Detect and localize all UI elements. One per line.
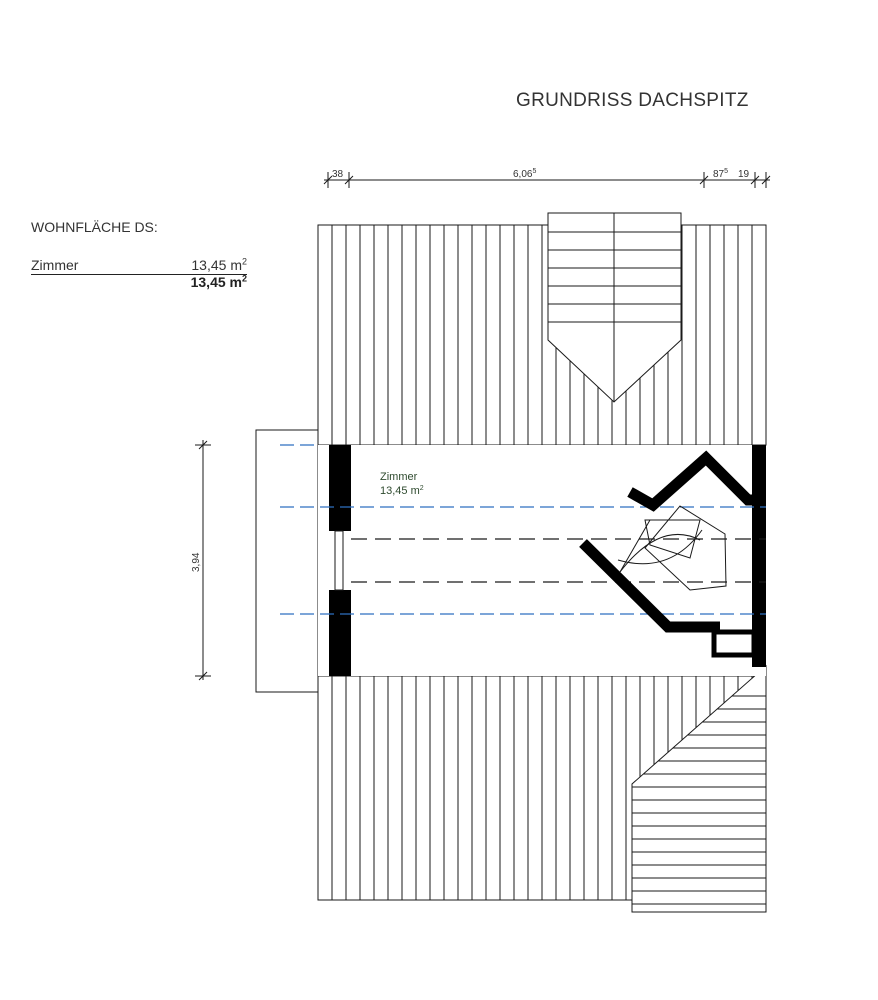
dimension-label-1: 38 [332, 169, 344, 180]
area-row-value: 13,45 m2 [191, 256, 247, 273]
area-table-row: Zimmer 13,45 m2 [31, 256, 247, 275]
left-dimension-line [195, 440, 211, 681]
roof-top [317, 212, 767, 446]
area-table-total: 13,45 m2 [190, 273, 247, 290]
roof-bottom [317, 664, 767, 913]
room-label-name: Zimmer [380, 471, 418, 483]
page-title: GRUNDRISS DACHSPITZ [516, 90, 749, 111]
dimension-label-left: 3,94 [191, 552, 202, 572]
dimension-label-3: 875 [713, 168, 728, 180]
dimension-label-4: 19 [738, 169, 750, 180]
balcony-outline [255, 429, 319, 693]
room-zimmer: Zimmer 13,45 m2 [280, 444, 766, 676]
top-dimension-line [323, 172, 771, 188]
room-label-area: 13,45 m2 [380, 485, 424, 497]
area-row-label: Zimmer [31, 257, 79, 273]
area-table-heading: WOHNFLÄCHE DS: [31, 219, 158, 235]
dimension-label-2: 6,065 [513, 168, 536, 180]
